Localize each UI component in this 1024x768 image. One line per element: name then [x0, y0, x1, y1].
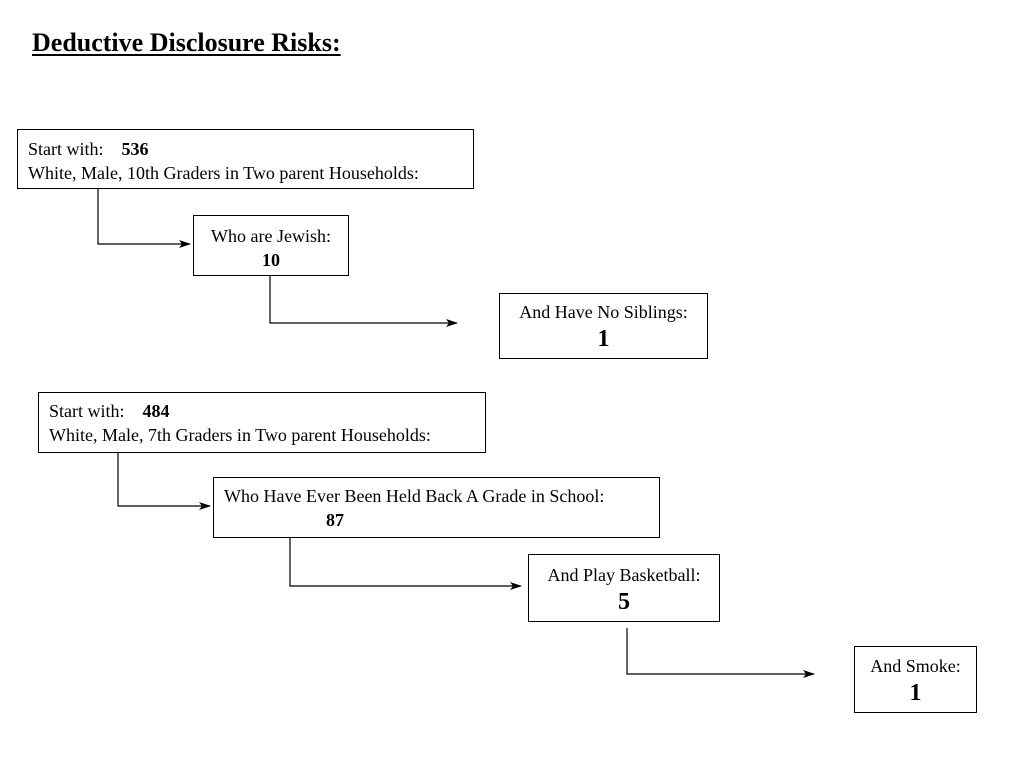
step-count: 10 — [262, 250, 280, 270]
arrow-start1-to-jewish — [97, 189, 191, 248]
scenario-1-step-jewish-box: Who are Jewish: 10 — [193, 215, 349, 276]
arrow-held-back-to-basketball — [289, 538, 522, 590]
step-count: 1 — [597, 326, 610, 352]
step-label: And Play Basketball: — [547, 565, 701, 585]
arrow-jewish-to-siblings — [269, 276, 458, 327]
step-label: And Smoke: — [870, 656, 961, 676]
scenario-2-step-held-back-box: Who Have Ever Been Held Back A Grade in … — [213, 477, 660, 538]
step-count: 1 — [909, 680, 922, 706]
start-description: White, Male, 10th Graders in Two parent … — [28, 163, 419, 183]
step-label: And Have No Siblings: — [519, 302, 688, 322]
page-title: Deductive Disclosure Risks: — [32, 28, 341, 57]
scenario-2-step-smoke-box: And Smoke: 1 — [854, 646, 977, 713]
arrow-basketball-to-smoke — [626, 628, 815, 678]
arrow-start2-to-held-back — [117, 453, 211, 510]
start-label: Start with: — [28, 139, 104, 159]
scenario-1-start-box: Start with: 536 White, Male, 10th Graders… — [17, 129, 474, 189]
scenario-2-start-box: Start with: 484 White, Male, 7th Graders … — [38, 392, 486, 453]
step-count: 5 — [618, 589, 630, 615]
start-description: White, Male, 7th Graders in Two parent H… — [49, 425, 431, 445]
start-label: Start with: — [49, 401, 125, 421]
scenario-1-step-no-siblings-box: And Have No Siblings: 1 — [499, 293, 708, 359]
step-label: Who are Jewish: — [211, 226, 331, 246]
step-label: Who Have Ever Been Held Back A Grade in … — [224, 486, 605, 506]
step-count: 87 — [326, 510, 344, 530]
start-count: 536 — [121, 139, 149, 159]
start-count: 484 — [142, 401, 170, 421]
scenario-2-step-basketball-box: And Play Basketball: 5 — [528, 554, 720, 622]
